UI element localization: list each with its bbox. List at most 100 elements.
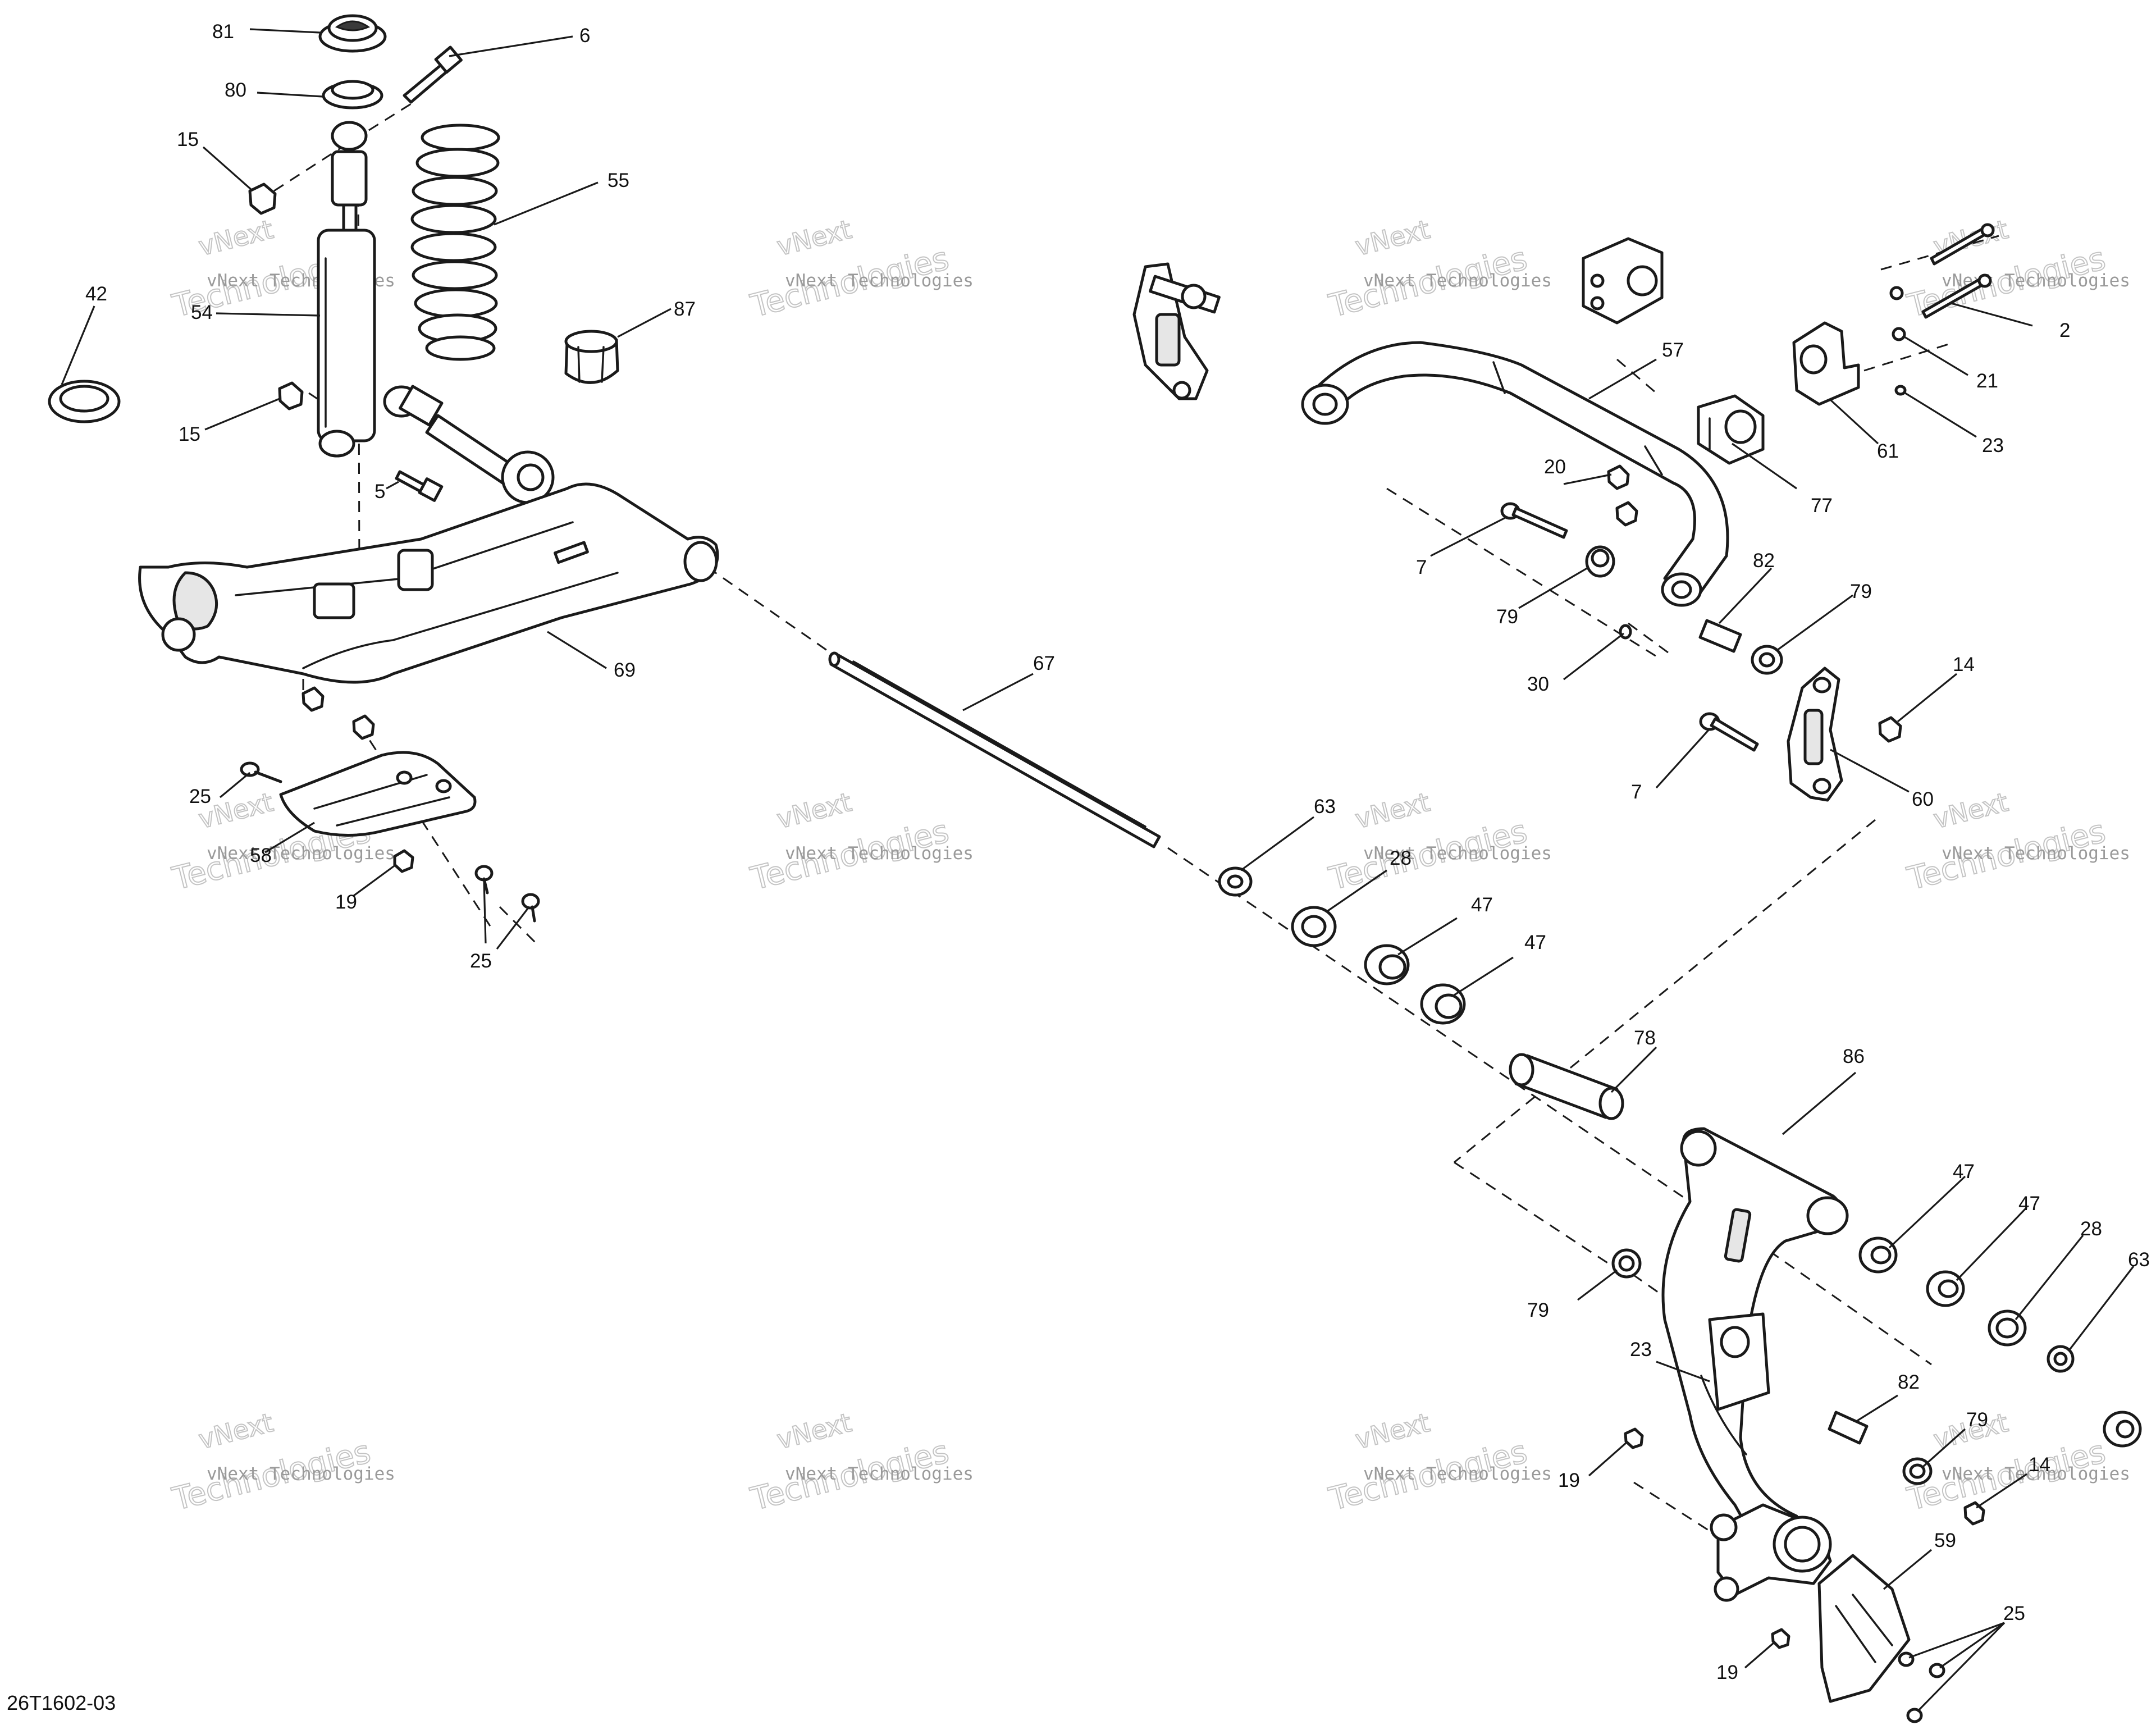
svg-text:vNext: vNext <box>1930 787 2011 834</box>
part-7-bolt <box>1699 712 1759 752</box>
part-79-bushing <box>1611 1248 1642 1279</box>
part-54-shock-absorber <box>317 121 376 458</box>
callout-82: 82 <box>1898 1371 1920 1393</box>
svg-text:vNext: vNext <box>195 1407 276 1455</box>
part-82-pin <box>1698 619 1742 653</box>
callout-87: 87 <box>674 298 696 320</box>
callout-25: 25 <box>2003 1603 2025 1624</box>
callout-30: 30 <box>1527 673 1549 695</box>
callout-21: 21 <box>1976 370 1998 392</box>
part-6-bolt <box>403 45 463 104</box>
part-2-bolt <box>1921 223 1995 319</box>
callout-5: 5 <box>374 481 385 503</box>
watermark: vNext Technologies <box>1325 786 1532 898</box>
callout-77: 77 <box>1811 495 1833 517</box>
callout-28: 28 <box>1390 847 1412 869</box>
callout-23: 23 <box>1630 1339 1652 1361</box>
part-47-bearing <box>1858 1236 1898 1274</box>
callout-79: 79 <box>1527 1299 1549 1321</box>
callout-47: 47 <box>2018 1193 2040 1215</box>
watermark: vNext Technologies <box>168 1407 375 1518</box>
callout-82: 82 <box>1753 550 1775 572</box>
part-25-bolt <box>1898 1651 1945 1723</box>
watermark: vNext Technologies <box>747 1407 953 1518</box>
part-23-grease-fitting <box>1894 385 1907 396</box>
part-63-spacer <box>1218 866 1253 897</box>
part-63-spacer <box>2047 1345 2075 1373</box>
part-15-nut <box>278 381 304 410</box>
callout-2: 2 <box>2059 320 2070 341</box>
callout-6: 6 <box>579 25 590 47</box>
callout-57: 57 <box>1662 339 1684 361</box>
part-clamp-block <box>1582 237 1664 325</box>
watermark-text: vNext Technologies <box>1363 843 1552 864</box>
watermark-text: vNext Technologies <box>785 271 974 291</box>
part-57-stabilizer-bar <box>1301 341 1729 607</box>
callout-19: 19 <box>1716 1662 1738 1683</box>
callout-61: 61 <box>1877 440 1899 462</box>
leader-lines <box>61 28 2135 1713</box>
watermark-text: vNext Technologies <box>207 1464 395 1484</box>
part-link-bracket <box>1132 262 1221 400</box>
part-58-skid-plate <box>279 751 477 837</box>
part-19-nut <box>352 714 375 740</box>
part-47-bearing <box>1420 983 1466 1025</box>
svg-text:vNext: vNext <box>774 1407 854 1455</box>
callout-79: 79 <box>1496 606 1518 628</box>
watermark: vNext Technologies <box>1325 1407 1532 1518</box>
callout-23: 23 <box>1982 435 2004 457</box>
callout-7: 7 <box>1631 781 1642 803</box>
callout-47: 47 <box>1953 1161 1975 1183</box>
callouts: 81 6 80 15 55 42 54 87 15 5 69 25 58 19 … <box>85 21 2150 1683</box>
watermark-text: vNext Technologies <box>1942 843 2130 864</box>
part-spacer <box>2103 1411 2142 1448</box>
callout-79: 79 <box>1966 1409 1988 1431</box>
callout-80: 80 <box>225 79 246 101</box>
part-21-washer <box>1889 286 1906 341</box>
part-25-bolt <box>240 761 282 783</box>
part-42-washer <box>48 380 121 423</box>
part-86-a-arm <box>1661 1127 1849 1567</box>
callout-67: 67 <box>1033 652 1055 674</box>
part-60-link-plate <box>1787 667 1843 802</box>
callout-59: 59 <box>1934 1530 1956 1551</box>
watermark-text: vNext Technologies <box>785 1464 974 1484</box>
callout-25: 25 <box>470 950 492 972</box>
watermark: vNext Technologies <box>1903 786 2110 898</box>
svg-text:vNext: vNext <box>1352 787 1432 834</box>
part-82-pin <box>1828 1411 1869 1445</box>
callout-54: 54 <box>191 302 213 323</box>
part-79-bushing <box>1585 545 1615 578</box>
callout-14: 14 <box>1953 654 1975 676</box>
watermark: vNext Technologies <box>747 786 953 898</box>
svg-text:vNext: vNext <box>195 214 276 262</box>
watermark: vNext Technologies <box>1325 213 1532 325</box>
watermark: vNext Technologies <box>1903 213 2110 325</box>
part-19-nut <box>1771 1628 1790 1649</box>
part-19-nut <box>302 686 325 712</box>
callout-86: 86 <box>1843 1046 1865 1067</box>
part-47-bearing <box>1364 944 1410 985</box>
part-77-bushing <box>1697 394 1765 465</box>
callout-79: 79 <box>1850 581 1872 603</box>
part-55-coil-spring <box>410 124 500 361</box>
watermark-text: vNext Technologies <box>1363 1464 1552 1484</box>
part-28-seal <box>1988 1309 2027 1347</box>
callout-63: 63 <box>2128 1249 2150 1271</box>
part-14-nut <box>1878 716 1902 743</box>
part-pivot-bushing <box>383 385 555 504</box>
part-28-seal <box>1291 906 1337 947</box>
callout-20: 20 <box>1544 456 1566 478</box>
part-59-skid-plate <box>1817 1554 1911 1703</box>
part-7-bolt <box>1500 502 1568 539</box>
part-5-bolt <box>395 470 444 502</box>
callout-58: 58 <box>250 845 272 866</box>
callout-63: 63 <box>1314 796 1336 818</box>
callout-28: 28 <box>2080 1218 2102 1240</box>
part-30-clip <box>1619 624 1632 640</box>
part-78-sleeve <box>1509 1053 1624 1120</box>
callout-60: 60 <box>1912 788 1934 810</box>
callout-81: 81 <box>212 21 234 43</box>
part-81-spring-seat <box>318 14 387 53</box>
